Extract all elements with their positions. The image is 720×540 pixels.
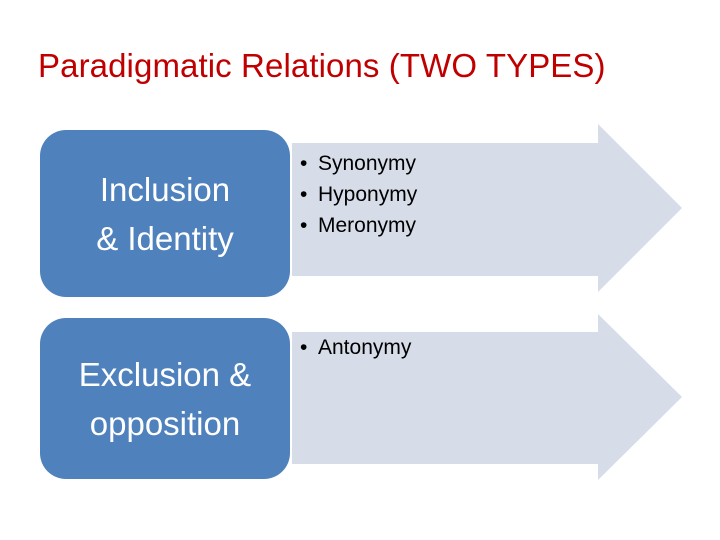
diagram-row-1: • Synonymy • Hyponymy • Meronymy Inclusi…	[0, 120, 720, 300]
diagram-row-2: • Antonymy Exclusion & opposition	[0, 312, 720, 487]
category-box-line-2: opposition	[89, 404, 241, 442]
list-item: • Synonymy	[300, 148, 600, 179]
category-box-exclusion: Exclusion & opposition	[40, 318, 290, 479]
list-item-label: Synonymy	[318, 152, 417, 175]
right-arrow-icon	[292, 314, 682, 480]
page-title: Paradigmatic Relations (TWO TYPES)	[38, 47, 606, 84]
right-arrow-1: • Synonymy • Hyponymy • Meronymy	[292, 120, 684, 300]
right-arrow-2: • Antonymy	[292, 312, 684, 487]
bullet-dot-icon: •	[300, 152, 308, 175]
category-box-inclusion: Inclusion & Identity	[40, 130, 290, 297]
list-item: • Hyponymy	[300, 179, 600, 210]
category-box-line-1: Inclusion	[99, 170, 231, 208]
category-box-line-2: & Identity	[96, 219, 234, 257]
category-box-line-1: Exclusion &	[78, 355, 252, 393]
list-item-label: Meronymy	[318, 214, 417, 237]
bullet-dot-icon: •	[300, 214, 308, 237]
bullet-dot-icon: •	[300, 336, 308, 359]
list-item-label: Antonymy	[318, 336, 412, 359]
bullet-list-2: • Antonymy	[300, 332, 600, 363]
bullet-list-1: • Synonymy • Hyponymy • Meronymy	[300, 148, 600, 241]
list-item: • Meronymy	[300, 210, 600, 241]
list-item-label: Hyponymy	[318, 183, 418, 206]
bullet-dot-icon: •	[300, 183, 308, 206]
list-item: • Antonymy	[300, 332, 600, 363]
right-arrow-icon	[292, 124, 682, 292]
